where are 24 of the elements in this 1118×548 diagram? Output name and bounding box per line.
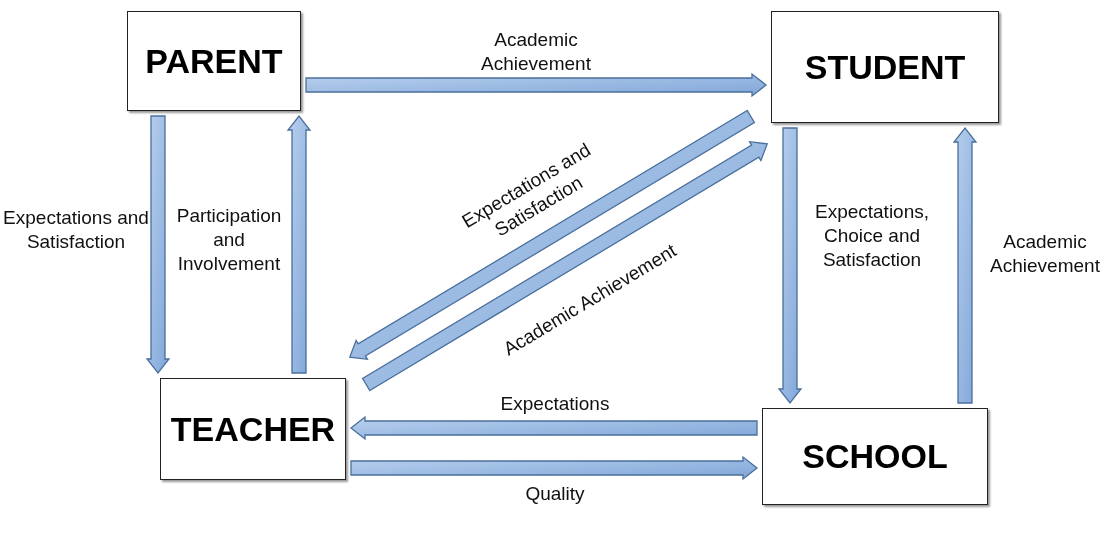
entity-box: [127, 11, 301, 111]
entity-name: SCHOOL: [802, 437, 948, 476]
entity-name: STUDENT: [804, 47, 966, 87]
block-arrow: [361, 140, 769, 392]
edge-label: Quality: [524, 482, 586, 506]
block-arrow: [349, 415, 758, 441]
edge-label: Expectations and Satisfaction: [2, 206, 150, 254]
entity-box: [771, 11, 999, 123]
block-arrow: [350, 455, 759, 481]
entity-box: [762, 408, 988, 505]
edge-label: Expectations: [499, 392, 611, 416]
entity-name: TEACHER: [170, 409, 336, 449]
edge-label: Academic Achievement: [480, 28, 592, 76]
entity-name: PARENT: [145, 41, 283, 81]
block-arrow: [952, 126, 978, 404]
edge-label: Academic Achievement: [989, 230, 1101, 278]
block-arrow: [305, 72, 768, 98]
edge-label: Participation and Involvement: [175, 204, 283, 276]
edge-label: Expectations, Choice and Satisfaction: [813, 200, 931, 272]
block-arrow: [348, 109, 756, 361]
block-arrow: [286, 114, 312, 374]
entity-box: [160, 378, 346, 480]
block-arrow: [145, 115, 171, 375]
block-arrow: [777, 127, 803, 405]
